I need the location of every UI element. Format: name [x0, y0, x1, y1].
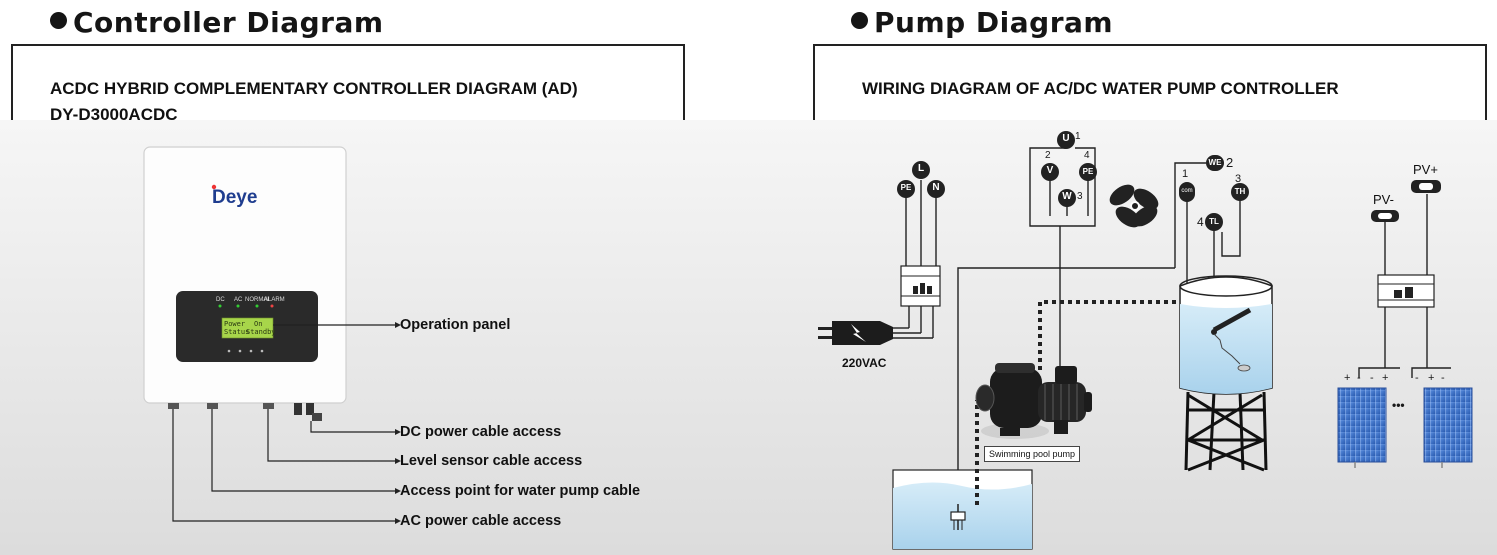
pv-wiring [1358, 194, 1451, 378]
terminal-U-number: 1 [1075, 131, 1081, 142]
terminal-PE-ac [897, 180, 915, 198]
panel-sign: + [1382, 372, 1389, 384]
terminal-L [912, 161, 930, 179]
terminal-WE-label: WE [1208, 158, 1222, 167]
terminal-PE-ac-label: PE [900, 183, 912, 192]
solar-panel-right [1423, 387, 1473, 463]
ac-breaker [900, 265, 941, 307]
fan-icon [1109, 184, 1159, 228]
callout-arrows [395, 322, 401, 524]
terminal-TL-number: 4 [1197, 215, 1204, 229]
terminal-U-label: U [1062, 133, 1070, 144]
pool-pump-icon [975, 363, 1092, 439]
indicator-ac: AC [234, 297, 243, 303]
indicator-dc: DC [216, 297, 225, 303]
terminal-PE-number: 4 [1084, 150, 1090, 161]
terminal-WE-number: 2 [1226, 155, 1234, 170]
pump-title-text: Pump Diagram [874, 6, 1114, 39]
terminal-W-label: W [1062, 191, 1072, 202]
ac-plug-icon [818, 321, 893, 345]
pump-header-frame [813, 44, 1487, 120]
controller-header-line2: DY-D3000ACDC [50, 105, 178, 124]
terminal-com-number: 1 [1182, 168, 1189, 180]
controller-header-line1: ACDC HYBRID COMPLEMENTARY CONTROLLER DIA… [50, 79, 578, 98]
pv-plus-label: PV+ [1413, 162, 1438, 177]
bullet-icon [50, 12, 67, 29]
terminal-PE-pump-label: PE [1082, 167, 1094, 176]
callout-ac-cable: AC power cable access [400, 513, 562, 529]
callout-lines [172, 324, 395, 522]
terminal-TH-number: 3 [1235, 173, 1242, 185]
terminal-N [927, 180, 945, 198]
lcd-line1-right: On [254, 320, 263, 328]
panel-sign: - [1415, 372, 1419, 384]
terminal-WE [1206, 155, 1224, 171]
lcd-line1-left: Power [224, 320, 246, 328]
terminal-V [1041, 163, 1059, 181]
ac-wiring [893, 180, 937, 339]
indicator-normal: NORMAL [245, 297, 271, 303]
callout-dc-cable: DC power cable access [400, 424, 562, 440]
lcd-line2-right: Standby [246, 328, 276, 336]
terminal-PE-pump [1079, 163, 1097, 181]
terminal-com-label: com [1181, 188, 1193, 194]
indicator-alarm: ALARM [264, 297, 285, 303]
terminal-W-number: 3 [1077, 191, 1083, 202]
callout-operation-panel: Operation panel [400, 317, 511, 333]
pv-plus-connector-icon [1411, 180, 1441, 193]
pump-caption: Swimming pool pump [984, 446, 1081, 462]
terminal-TL-label: TL [1209, 217, 1219, 226]
terminal-com [1179, 182, 1195, 202]
panel-sign: + [1344, 372, 1351, 384]
panel-sign: - [1357, 372, 1361, 384]
callout-pump-cable: Access point for water pump cable [400, 483, 641, 499]
panel-sign: - [1370, 372, 1374, 384]
water-pipe [975, 300, 1180, 505]
dc-breaker [1377, 274, 1435, 308]
pump-terminal-wiring [1029, 147, 1096, 370]
solar-panel-left [1337, 387, 1387, 463]
controller-diagram-title: Controller Diagram [50, 6, 384, 39]
terminal-L-label: L [917, 163, 925, 174]
panel-sign: + [1428, 372, 1435, 384]
pump-header-text: WIRING DIAGRAM OF AC/DC WATER PUMP CONTR… [862, 79, 1339, 98]
panel-ellipsis: ••• [1392, 398, 1405, 412]
terminal-TL [1205, 213, 1223, 231]
terminal-V-number: 2 [1045, 150, 1051, 161]
controller-header-frame [11, 44, 685, 120]
water-tower [1179, 275, 1273, 472]
pv-minus-label: PV- [1373, 192, 1394, 207]
svg-text:Deye: Deye [212, 187, 257, 208]
callout-level-sensor: Level sensor cable access [400, 453, 583, 469]
controller-title-text: Controller Diagram [73, 6, 384, 39]
pv-minus-connector-icon [1371, 210, 1399, 222]
controller-device [143, 146, 347, 421]
terminal-V-label: V [1046, 165, 1054, 176]
terminal-TH-label: TH [1234, 187, 1246, 196]
panel-sign: - [1441, 372, 1445, 384]
terminal-U [1057, 131, 1075, 149]
water-pool [892, 469, 1033, 550]
voltage-label: 220VAC [842, 356, 887, 370]
lcd-line2-left: Status [224, 328, 250, 336]
pump-diagram-title: Pump Diagram [851, 6, 1113, 39]
deye-logo: Deye [211, 184, 257, 208]
terminal-N-label: N [932, 182, 940, 193]
terminal-W [1058, 189, 1076, 207]
bullet-icon [851, 12, 868, 29]
terminal-TH [1231, 183, 1249, 201]
